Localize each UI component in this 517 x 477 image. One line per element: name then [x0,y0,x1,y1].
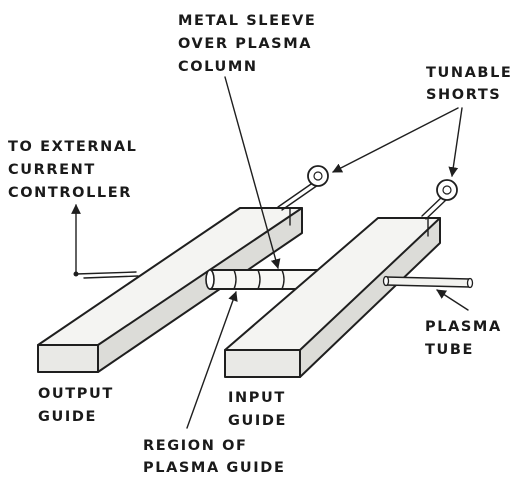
output-guide [37,207,303,373]
input-short-rod [421,195,448,220]
plasma-column [205,269,321,290]
plasma-tube-arrow [436,289,469,311]
plasma-tube [382,275,474,289]
svg-text:GUIDE: GUIDE [38,409,97,425]
region-arrow [186,291,238,429]
short-right-arrow [448,107,463,177]
label-region-plasma-guide: REGION OF PLASMA GUIDE [143,438,285,476]
label-output-guide: OUTPUT GUIDE [38,386,114,425]
label-external-controller: TO EXTERNAL CURRENT CONTROLLER [8,139,138,201]
tunable-short-right-icon [436,179,458,201]
leader-arrows [186,76,469,429]
short-left-arrow [332,107,459,173]
tunable-short-left-icon [307,165,329,187]
svg-text:REGION OF: REGION OF [143,438,248,454]
controller-wire [71,204,139,279]
svg-text:SHORTS: SHORTS [426,87,501,103]
metal-sleeve-arrow [224,76,281,269]
svg-text:TO EXTERNAL: TO EXTERNAL [8,139,138,155]
svg-text:TUNABLE: TUNABLE [426,65,512,81]
svg-text:GUIDE: GUIDE [228,413,287,429]
svg-text:PLASMA GUIDE: PLASMA GUIDE [143,460,285,476]
svg-text:COLUMN: COLUMN [178,59,258,75]
svg-text:OUTPUT: OUTPUT [38,386,114,402]
svg-text:TUBE: TUBE [425,342,474,358]
svg-text:PLASMA: PLASMA [425,319,502,335]
label-tunable-shorts: TUNABLE SHORTS [426,65,512,103]
label-input-guide: INPUT GUIDE [228,390,287,429]
label-plasma-tube: PLASMA TUBE [425,319,502,358]
output-short-rod [277,181,319,211]
svg-text:INPUT: INPUT [228,390,286,406]
svg-text:CURRENT: CURRENT [8,162,96,178]
label-metal-sleeve: METAL SLEEVE OVER PLASMA COLUMN [178,13,316,75]
input-guide [224,217,441,378]
svg-text:CONTROLLER: CONTROLLER [8,185,132,201]
svg-text:METAL SLEEVE: METAL SLEEVE [178,13,316,29]
svg-text:OVER PLASMA: OVER PLASMA [178,36,312,52]
